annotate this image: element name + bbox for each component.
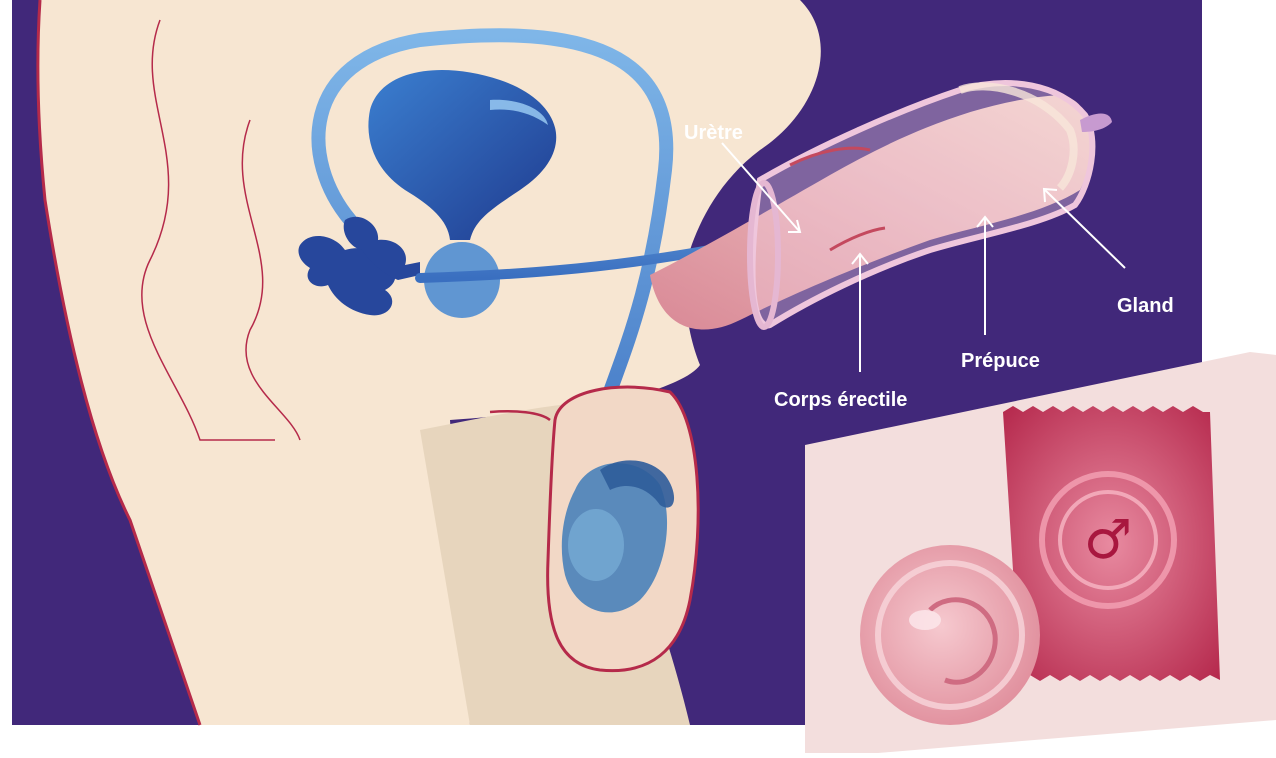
label-foreskin: Prépuce <box>961 350 1040 372</box>
label-erectile-body: Corps érectile <box>774 389 907 411</box>
rolled-condom-icon <box>860 545 1040 725</box>
rolled-condom-outer <box>860 545 1040 725</box>
label-glans: Gland <box>1117 295 1174 317</box>
testicle-shine <box>568 509 624 581</box>
male-symbol-icon: ♂ <box>1084 508 1132 571</box>
rolled-condom-shine <box>909 610 941 630</box>
label-urethra: Urètre <box>684 122 743 144</box>
